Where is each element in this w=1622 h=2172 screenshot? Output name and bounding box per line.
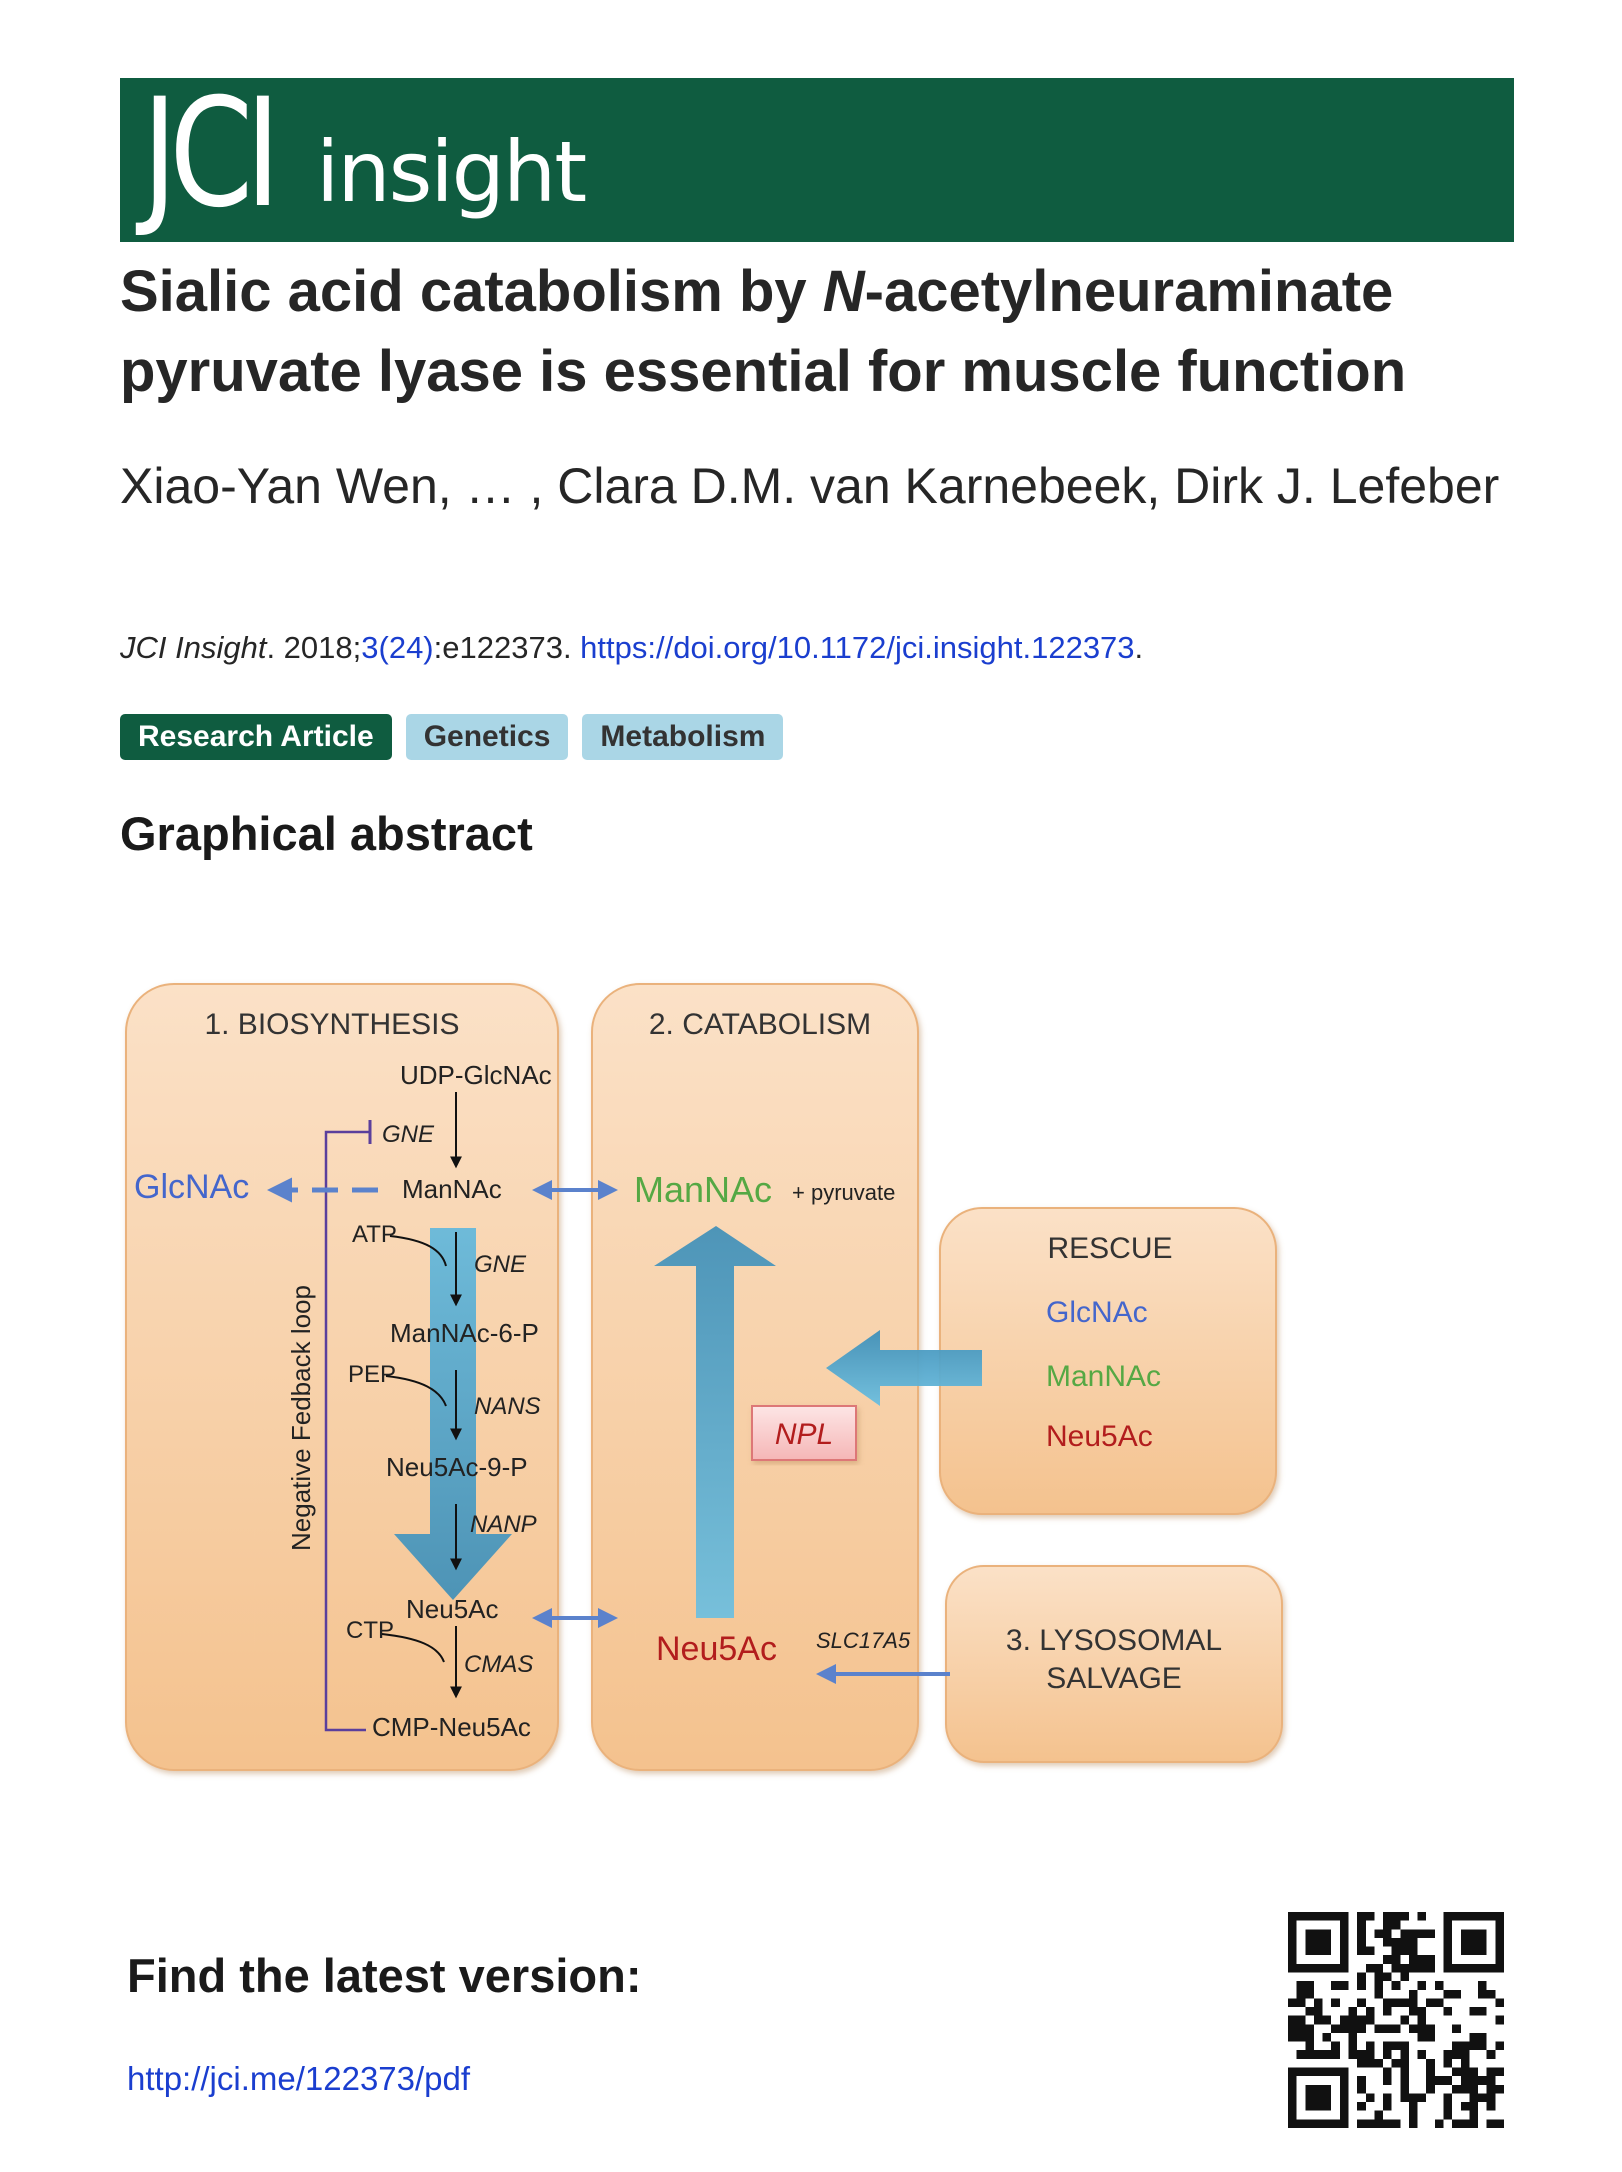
feedback-loop-label: Negative Fedback loop [286, 1285, 316, 1551]
gne-kinase-label: GNE [474, 1251, 527, 1278]
mannac-biosynthesis-label: ManNAc [402, 1174, 502, 1204]
npl-box [751, 1405, 857, 1461]
biosynthesis-title: 1. BIOSYNTHESIS [204, 1008, 459, 1041]
volume-link[interactable]: 3(24) [361, 630, 434, 665]
catabolism-flow-arrow [654, 1226, 776, 1618]
ctp-label: CTP [346, 1617, 394, 1644]
pep-curve [385, 1375, 447, 1407]
cmp-neu5ac-label: CMP-Neu5Ac [372, 1712, 531, 1742]
tag-metabolism[interactable]: Metabolism [582, 714, 784, 760]
rescue-neu5ac-label: Neu5Ac [1046, 1420, 1153, 1453]
doi-link[interactable]: https://doi.org/10.1172/jci.insight.1223… [580, 630, 1135, 665]
ctp-curve [381, 1633, 445, 1663]
tag-research-article[interactable]: Research Article [120, 714, 392, 760]
gne-feedback-label: GNE [382, 1121, 435, 1148]
nanp-label: NANP [470, 1511, 537, 1538]
graphical-abstract-heading: Graphical abstract [120, 807, 533, 860]
nans-label: NANS [474, 1393, 541, 1420]
pyruvate-label: + pyruvate [792, 1180, 895, 1205]
tag-genetics[interactable]: Genetics [405, 714, 569, 760]
glcnac-biosynthesis-label: GlcNAc [134, 1168, 249, 1206]
qr-code-icon[interactable] [1288, 1912, 1504, 2128]
atp-curve [389, 1235, 447, 1267]
rescue-mannac-label: ManNAc [1046, 1360, 1161, 1393]
journal-banner: JCI insight [120, 78, 1514, 242]
rescue-flow-arrow [826, 1330, 982, 1406]
journal-name: JCI Insight [120, 630, 267, 665]
npl-label: NPL [775, 1418, 833, 1451]
lysosomal-title-line1: 3. LYSOSOMAL [1006, 1624, 1222, 1657]
mannac-catabolism-label: ManNAc [634, 1169, 772, 1210]
journal-logo-insight: insight [316, 123, 587, 221]
pep-label: PEP [348, 1361, 396, 1388]
neu5ac-9-p-label: Neu5Ac-9-P [386, 1452, 528, 1482]
latest-version-heading: Find the latest version: [127, 1949, 642, 2002]
lysosomal-panel [945, 1565, 1283, 1763]
article-tags: Research Article Genetics Metabolism [120, 714, 784, 760]
article-title: Sialic acid catabolism by N-acetylneuram… [120, 259, 1407, 404]
lysosomal-title-line2: SALVAGE [1046, 1662, 1182, 1695]
article-authors: Xiao-Yan Wen, … , Clara D.M. van Karnebe… [120, 458, 1500, 514]
slc17a5-label: SLC17A5 [816, 1628, 911, 1653]
rescue-glcnac-label: GlcNAc [1046, 1296, 1148, 1329]
journal-logo-jci: JCI [142, 78, 281, 241]
neu5ac-biosynthesis-label: Neu5Ac [406, 1594, 499, 1624]
catabolism-title: 2. CATABOLISM [649, 1008, 871, 1041]
rescue-title: RESCUE [1047, 1232, 1172, 1265]
neu5ac-catabolism-label: Neu5Ac [656, 1630, 777, 1668]
graphical-abstract-diagram: 1. BIOSYNTHESIS 2. CATABOLISM RESCUE 3. … [125, 983, 1283, 1771]
atp-label: ATP [352, 1221, 397, 1248]
udp-glcnac-label: UDP-GlcNAc [400, 1060, 552, 1090]
biosynthesis-flow-arrow [394, 1228, 512, 1600]
mannac-6-p-label: ManNAc-6-P [390, 1318, 539, 1348]
article-citation: JCI Insight. 2018;3(24):e122373. https:/… [120, 630, 1144, 665]
latest-version-link[interactable]: http://jci.me/122373/pdf [127, 2060, 471, 2097]
cmas-label: CMAS [464, 1651, 533, 1678]
feedback-loop-line [324, 1130, 370, 1732]
